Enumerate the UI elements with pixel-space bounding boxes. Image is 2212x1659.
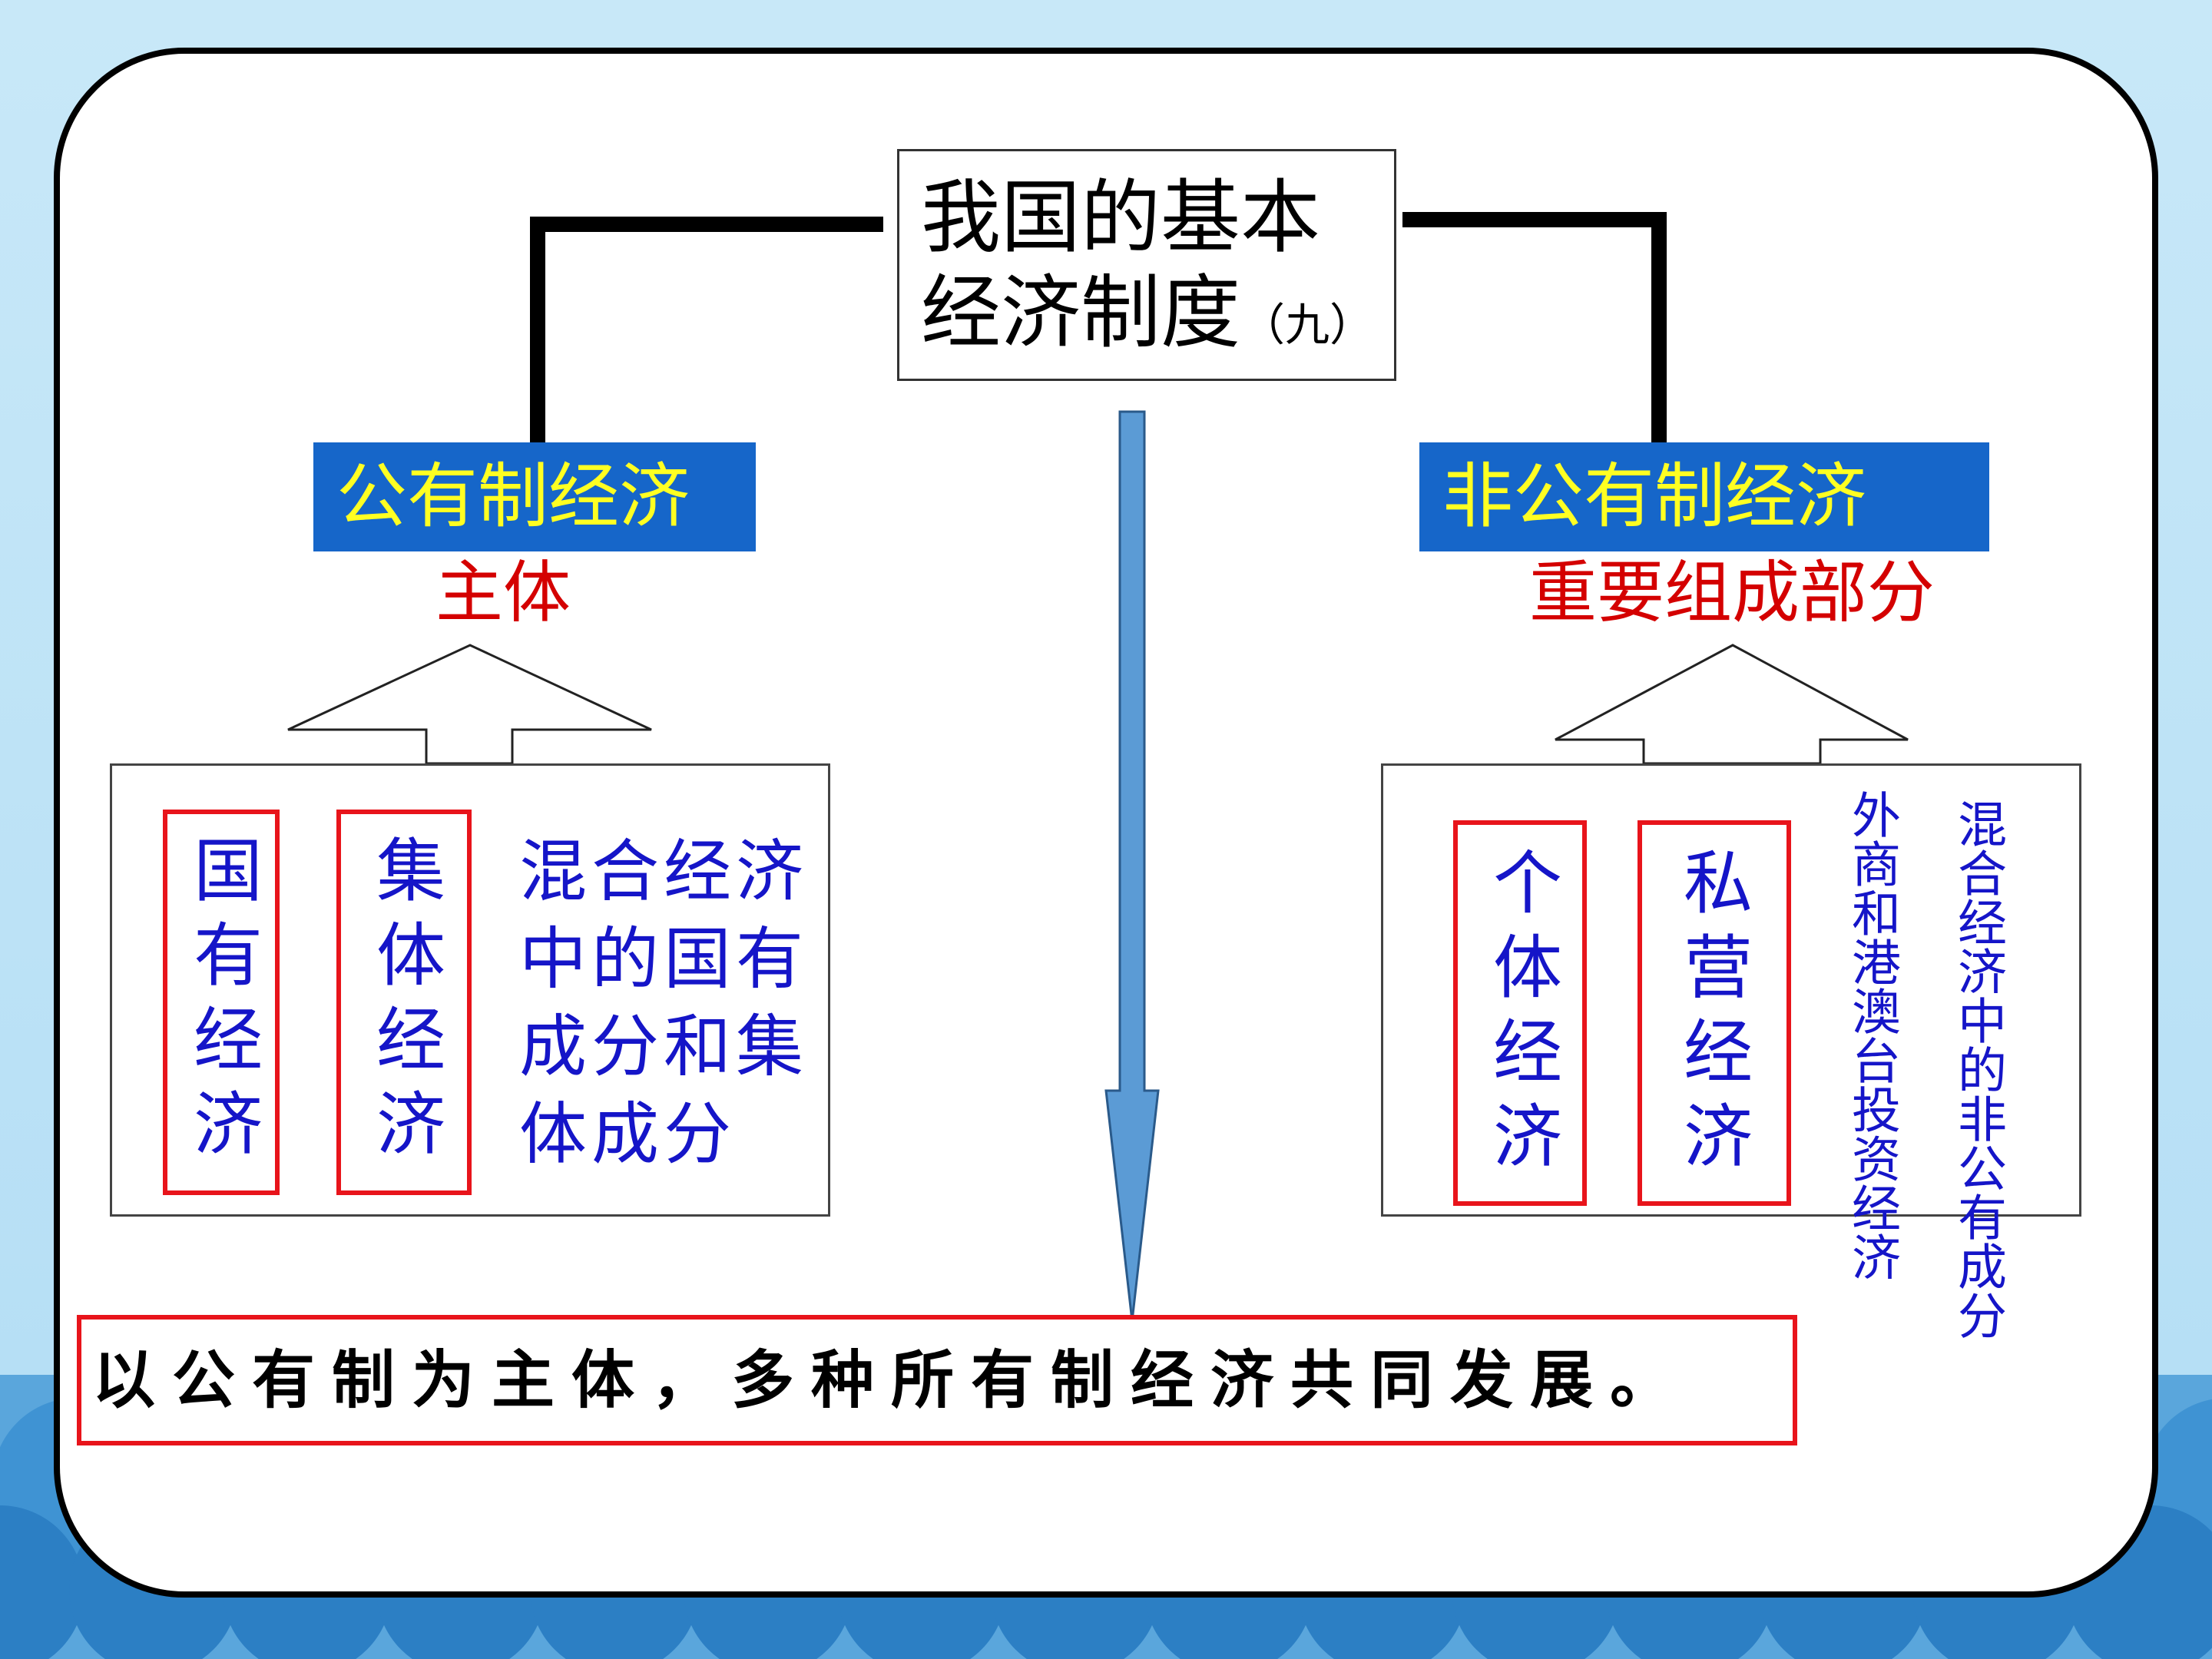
label-public-economy: 公有制经济 xyxy=(313,442,756,551)
left-note-line-2: 中的国有 xyxy=(519,919,809,998)
item-collective-economy: 集体经济 xyxy=(336,810,472,1195)
conclusion-box: 以公有制为主体，多种所有制经济共同发展。 xyxy=(77,1315,1797,1445)
left-note-line-3: 成分和集 xyxy=(519,1007,809,1086)
left-note-line-1: 混合经济 xyxy=(519,832,809,911)
title-box: 我国的基本 经济制度（九） xyxy=(897,149,1396,381)
left-note-line-4: 体成分 xyxy=(519,1094,737,1174)
item-private-economy-text: 私营经济 xyxy=(1671,846,1752,1184)
role-main-body: 主体 xyxy=(435,553,571,632)
item-collective-economy-text: 集体经济 xyxy=(364,834,445,1172)
role-important-part: 重要组成部分 xyxy=(1528,553,1935,632)
item-state-economy: 国有经济 xyxy=(163,810,280,1195)
bracket-left xyxy=(287,644,652,765)
right-note-foreign: 外商和港澳台投资经济 xyxy=(1843,790,1900,1281)
label-nonpublic-economy: 非公有制经济 xyxy=(1419,442,1989,551)
item-state-economy-text: 国有经济 xyxy=(181,834,262,1172)
left-note: 混合经济 中的国有 成分和集 体成分 xyxy=(519,828,826,1178)
title-line-1: 我国的基本 xyxy=(921,171,1321,264)
title-suffix: （九） xyxy=(1240,299,1375,351)
right-note-mixed: 混合经济中的非公有成分 xyxy=(1949,799,2006,1339)
connector-left xyxy=(530,217,883,445)
bracket-right xyxy=(1555,644,1909,765)
title-line-2: 经济制度（九） xyxy=(921,266,1375,359)
down-arrow xyxy=(1104,410,1160,1322)
item-individual-economy-text: 个体经济 xyxy=(1481,846,1561,1184)
item-private-economy: 私营经济 xyxy=(1637,820,1791,1206)
connector-right xyxy=(1402,212,1667,445)
item-individual-economy: 个体经济 xyxy=(1453,820,1587,1206)
